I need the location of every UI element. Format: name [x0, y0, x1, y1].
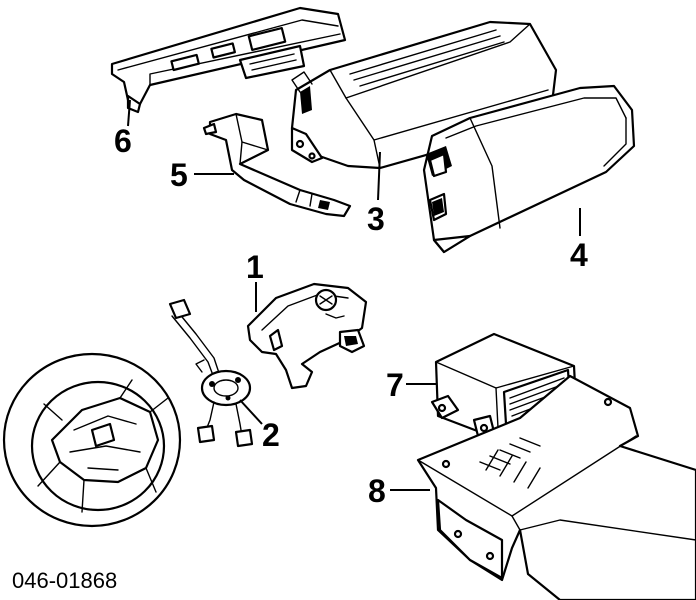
- leader-3: [377, 151, 381, 201]
- leader-lines: [127, 99, 581, 491]
- callout-8: 8: [368, 473, 386, 509]
- callout-1: 1: [246, 249, 264, 285]
- part-8-module-bracket: [416, 374, 696, 600]
- part-4-airbag-cover: [422, 84, 636, 254]
- leader-6: [127, 99, 131, 127]
- callout-6: 6: [114, 123, 132, 159]
- leader-2: [239, 399, 263, 425]
- callout-7: 7: [386, 367, 404, 403]
- part-6-bracket: [110, 6, 347, 114]
- callout-4: 4: [570, 237, 588, 273]
- part-2-clock-spring: [168, 298, 254, 448]
- reference-code: 046-01868: [12, 568, 117, 593]
- callout-3: 3: [367, 201, 385, 237]
- callout-5: 5: [170, 157, 188, 193]
- part-5-support-bracket: [202, 112, 352, 218]
- part-1-driver-airbag-module: [246, 282, 368, 390]
- callout-2: 2: [262, 417, 280, 453]
- steering-wheel: [2, 352, 182, 528]
